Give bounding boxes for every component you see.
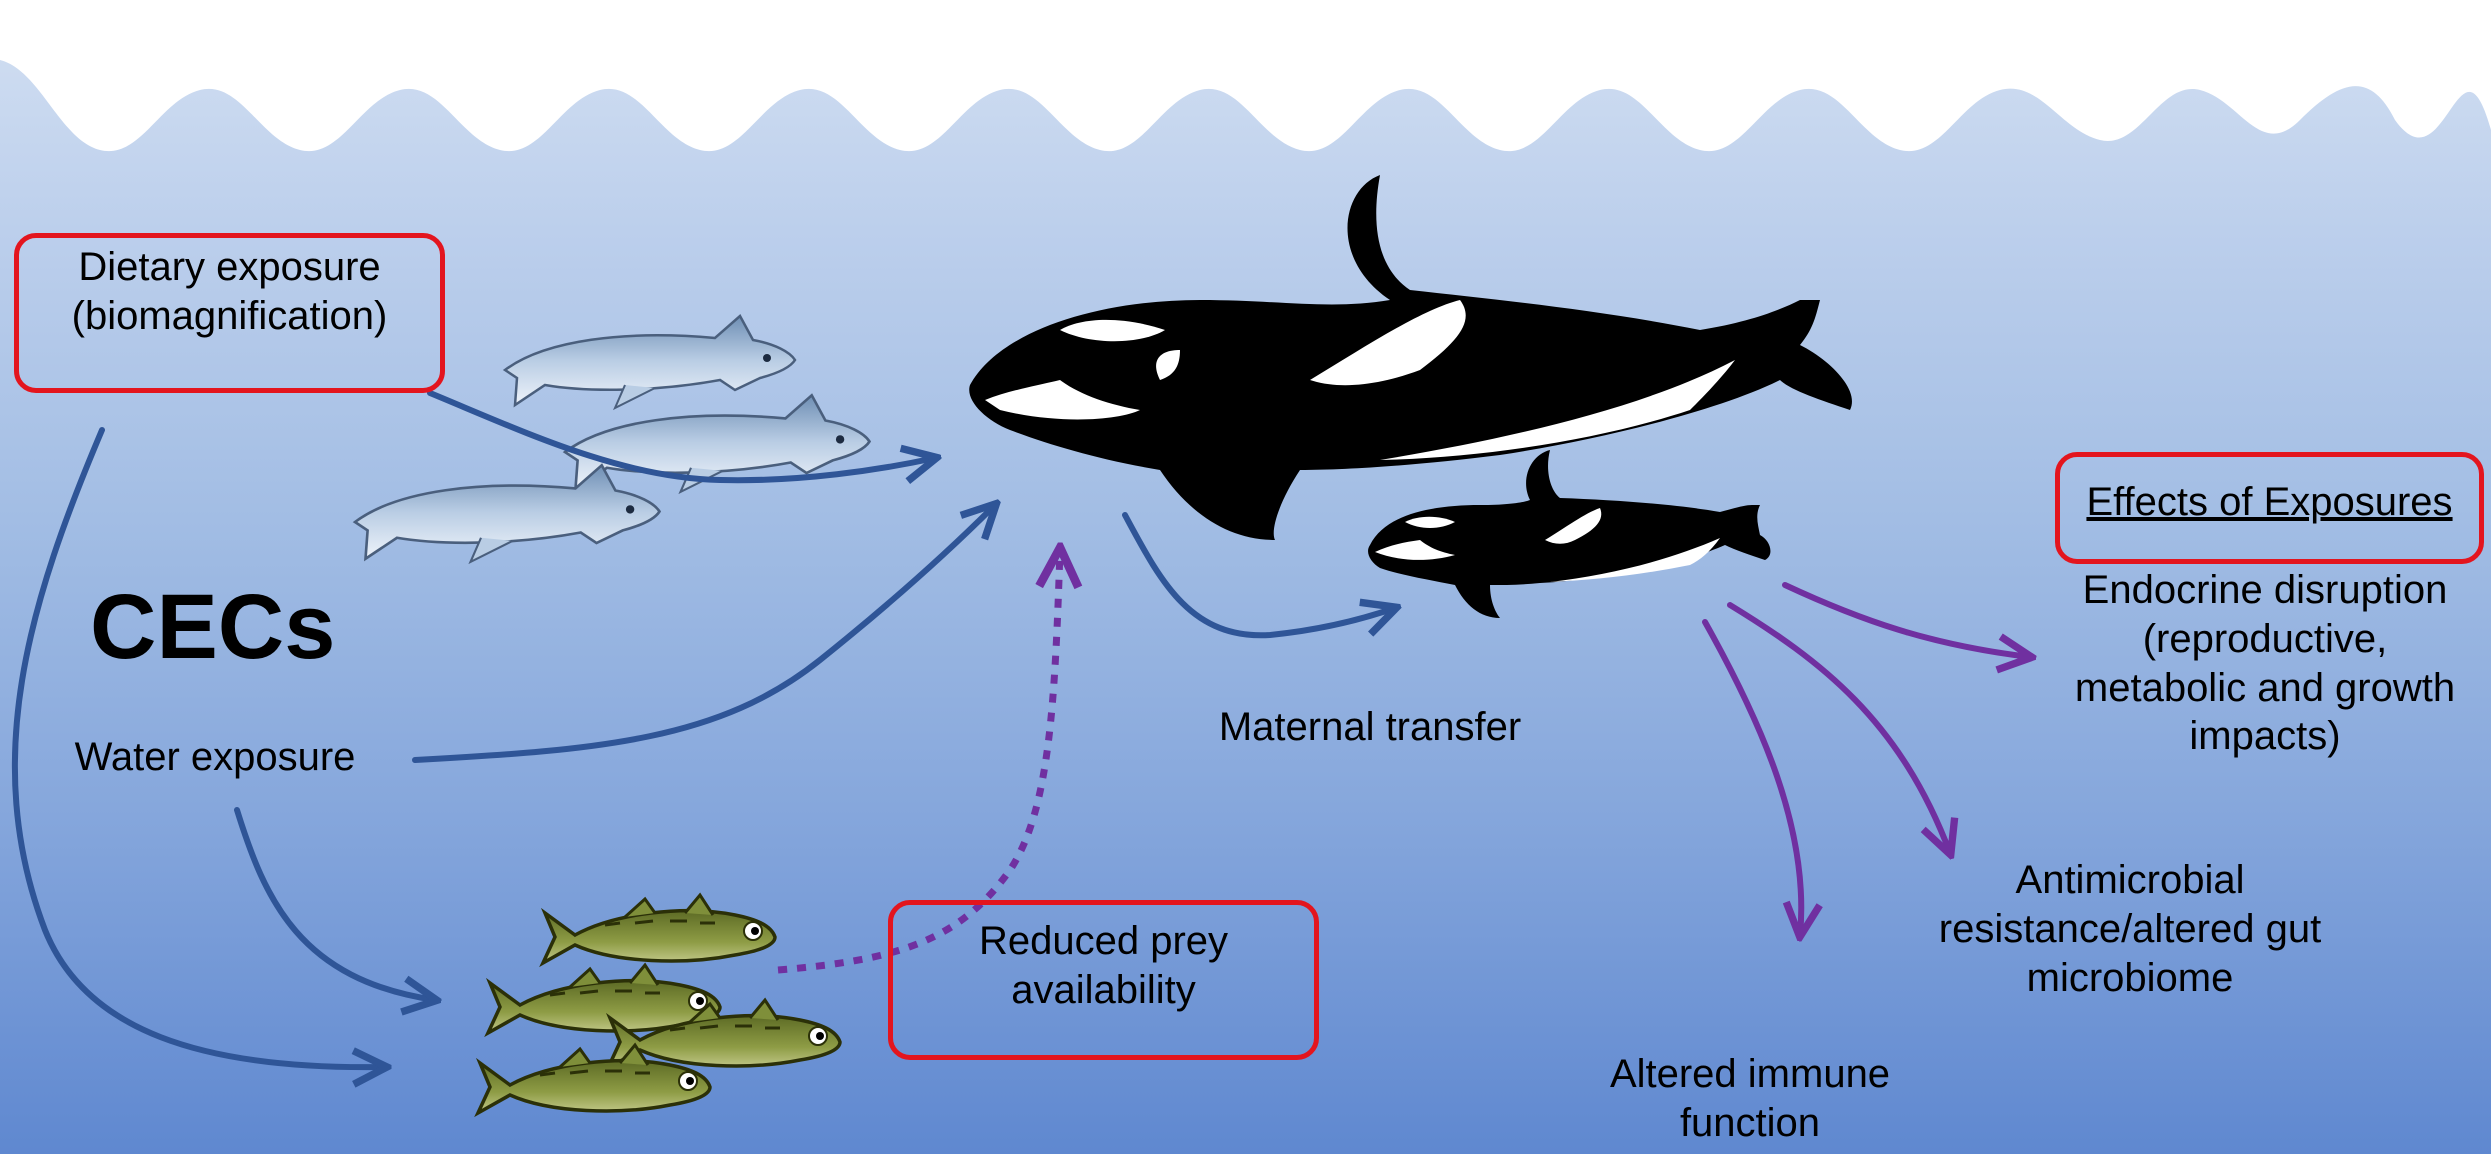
antimicrobial-line1: Antimicrobial (1880, 856, 2380, 905)
maternal-transfer-label: Maternal transfer (1170, 703, 1570, 752)
antimicrobial-effect-arrow (1730, 605, 1950, 853)
calf-orca (1368, 450, 1770, 618)
endocrine-line2: (reproductive, (2040, 615, 2490, 664)
dietary-exposure-line1: Dietary exposure (14, 243, 445, 292)
reduced-prey-line2: availability (888, 966, 1319, 1015)
reduced-prey-line1: Reduced prey (888, 917, 1319, 966)
adult-orca (969, 175, 1852, 540)
endocrine-line4: impacts) (2040, 712, 2490, 761)
immune-effect-label: Altered immune function (1550, 1050, 1950, 1148)
immune-line1: Altered immune (1550, 1050, 1950, 1099)
water-exposure-label: Water exposure (40, 733, 390, 782)
dietary-exposure-line2: (biomagnification) (14, 292, 445, 341)
endocrine-line1: Endocrine disruption (2040, 566, 2490, 615)
water-to-prey-arrow (237, 810, 435, 1000)
immune-line2: function (1550, 1099, 1950, 1148)
endocrine-effect-label: Endocrine disruption (reproductive, meta… (2040, 566, 2490, 761)
antimicrobial-effect-label: Antimicrobial resistance/altered gut mic… (1880, 856, 2380, 1002)
antimicrobial-line3: microbiome (1880, 954, 2380, 1003)
immune-effect-arrow (1705, 622, 1801, 935)
sky-wave (0, 0, 2491, 151)
effects-title-text: Effects of Exposures (2086, 480, 2452, 524)
dietary-exposure-label: Dietary exposure (biomagnification) (14, 243, 445, 341)
endocrine-effect-arrow (1785, 585, 2030, 657)
salmon-fish-1 (505, 316, 795, 408)
minnow-fish-1 (543, 895, 775, 963)
antimicrobial-line2: resistance/altered gut (1880, 905, 2380, 954)
reduced-prey-label: Reduced prey availability (888, 917, 1319, 1015)
cecs-label: CECs (90, 575, 335, 680)
salmon-fish-3 (355, 465, 660, 562)
endocrine-line3: metabolic and growth (2040, 664, 2490, 713)
effects-title: Effects of Exposures (2055, 478, 2484, 527)
